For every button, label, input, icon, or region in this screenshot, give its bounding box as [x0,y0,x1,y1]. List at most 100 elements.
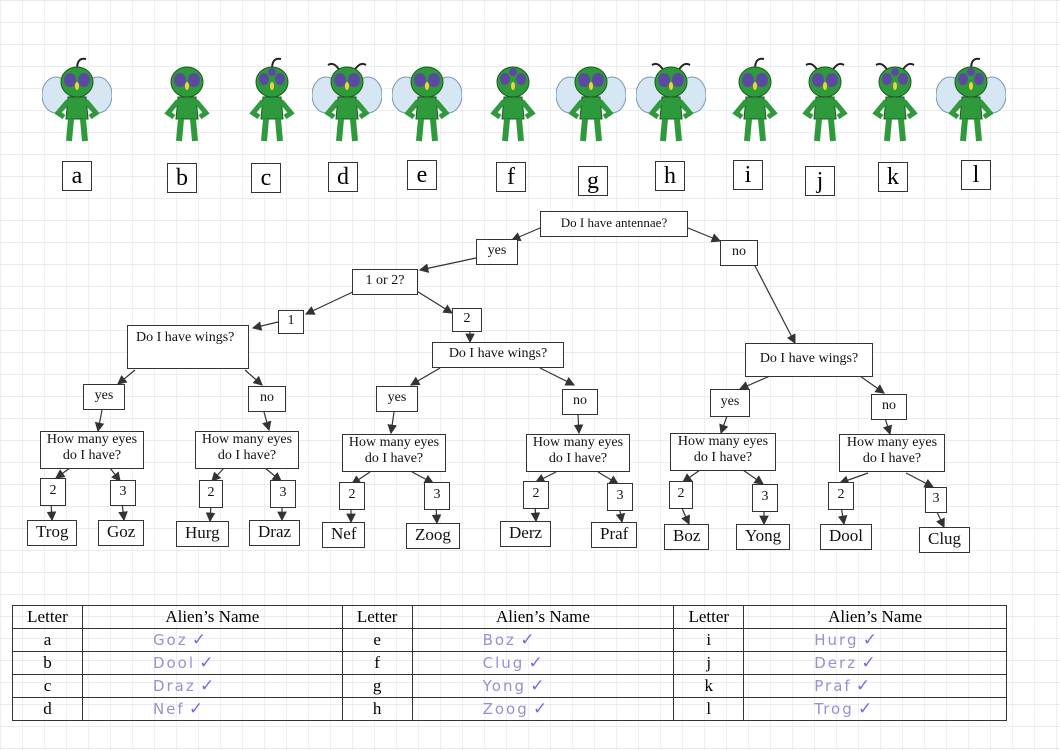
alien-letter-g: g [578,166,608,196]
answer-letter-cell: g [341,674,413,698]
answer-table: Letter Alien’s Name Letter Alien’s Name … [12,605,1007,721]
check-mark-icon: ✓ [199,653,214,672]
alien-figure-l [935,55,1007,145]
answer-letter-cell: c [12,674,83,698]
check-mark-icon: ✓ [520,630,535,649]
answer-name-cell: Praf ✓ [743,674,1007,698]
check-mark-icon: ✓ [188,699,204,718]
key-connector-lines [46,227,945,529]
alien-name-clug: Clug [919,527,971,553]
answer-two-eyes: 2 [40,478,66,506]
handwritten-answer: Goz [152,631,188,649]
alien-name-goz: Goz [98,520,145,546]
handwritten-answer: Trog [814,700,854,718]
alien-figure-h [635,55,707,145]
question-eyes: How many eyes do I have? [40,431,144,469]
answer-name-cell: Dool ✓ [81,651,343,675]
alien-name-hurg: Hurg [176,521,229,547]
alien-figure-i [720,55,778,145]
answer-three-eyes: 3 [607,483,633,511]
answer-name-cell: Hurg ✓ [743,628,1007,652]
answer-two-eyes: 2 [669,481,693,509]
col-letter: Letter [673,605,745,629]
alien-letter-h: h [655,161,685,191]
answer-letter-cell: i [673,628,745,652]
answer-three-eyes: 3 [925,487,947,513]
answer-yes: yes [710,389,750,417]
alien-letter-k: k [878,162,908,192]
check-mark-icon: ✓ [199,676,215,695]
alien-name-dool: Dool [820,524,872,550]
check-mark-icon: ✓ [528,653,543,672]
handwritten-answer: Praf [814,677,852,695]
answer-no: no [871,394,907,420]
alien-name-trog: Trog [27,520,78,546]
answer-letter-cell: f [341,651,413,675]
answer-name-cell: Trog ✓ [743,697,1007,721]
check-mark-icon: ✓ [530,676,545,695]
check-mark-icon: ✓ [855,676,871,695]
col-alien-name: Alien’s Name [411,605,675,629]
answer-two-antennae: 2 [452,308,482,332]
answer-name-cell: Draz ✓ [81,674,343,698]
question-wings-two-antennae: Do I have wings? [432,342,564,368]
alien-name-nef: Nef [322,522,366,548]
answer-letter-cell: d [12,697,83,721]
alien-figure-k [860,55,918,145]
question-eyes: How many eyes do I have? [342,434,446,472]
answer-no-antennae: no [720,240,758,266]
answer-name-cell: Clug ✓ [411,651,675,675]
check-mark-icon: ✓ [861,653,876,672]
question-eyes: How many eyes do I have? [839,434,945,472]
alien-letter-i: i [733,160,763,190]
answer-letter-cell: k [673,674,745,698]
question-wings-one-antenna: Do I have wings? [127,325,249,369]
answer-letter-cell: j [673,651,745,675]
alien-name-praf: Praf [591,522,638,548]
answer-letter-cell: a [12,628,83,652]
handwritten-answer: Derz [814,654,858,672]
handwritten-answer: Clug [482,654,525,672]
answer-yes: yes [376,386,418,412]
question-eyes: How many eyes do I have? [195,431,299,469]
alien-letter-c: c [251,163,281,193]
alien-name-yong: Yong [736,524,791,550]
alien-figure-c [237,55,295,145]
question-wings-no-antennae: Do I have wings? [745,343,873,377]
answer-name-cell: Nef ✓ [81,697,343,721]
alien-figure-d [311,55,383,145]
answer-table-header: Letter Alien’s Name Letter Alien’s Name … [12,605,1007,629]
answer-two-eyes: 2 [828,482,854,510]
check-mark-icon: ✓ [533,699,548,718]
answer-name-cell: Yong ✓ [411,674,675,698]
question-antennae: Do I have antennae? [540,211,688,237]
alien-figure-g [555,55,627,145]
answer-name-cell: Zoog ✓ [411,697,675,721]
alien-letter-d: d [328,162,358,192]
answer-two-eyes: 2 [339,482,365,510]
answer-three-eyes: 3 [270,480,296,508]
answer-yes: yes [83,384,125,410]
answer-no: no [248,386,286,412]
answer-one-antenna: 1 [278,310,304,334]
alien-figure-f [478,55,536,145]
handwritten-answer: Nef [152,700,185,718]
alien-letter-l: l [961,160,991,190]
answer-letter-cell: e [341,628,413,652]
answer-no: no [562,389,598,415]
col-letter: Letter [341,605,413,629]
answer-letter-cell: h [341,697,413,721]
answer-two-eyes: 2 [523,481,549,509]
answer-three-eyes: 3 [424,482,450,510]
alien-name-boz: Boz [664,524,710,550]
question-eyes: How many eyes do I have? [670,433,776,471]
check-mark-icon: ✓ [858,699,873,718]
alien-letter-e: e [407,160,437,190]
alien-letter-j: j [805,166,835,196]
alien-figure-j [790,55,848,145]
answer-yes-antennae: yes [476,239,518,265]
alien-figure-e [391,55,463,145]
